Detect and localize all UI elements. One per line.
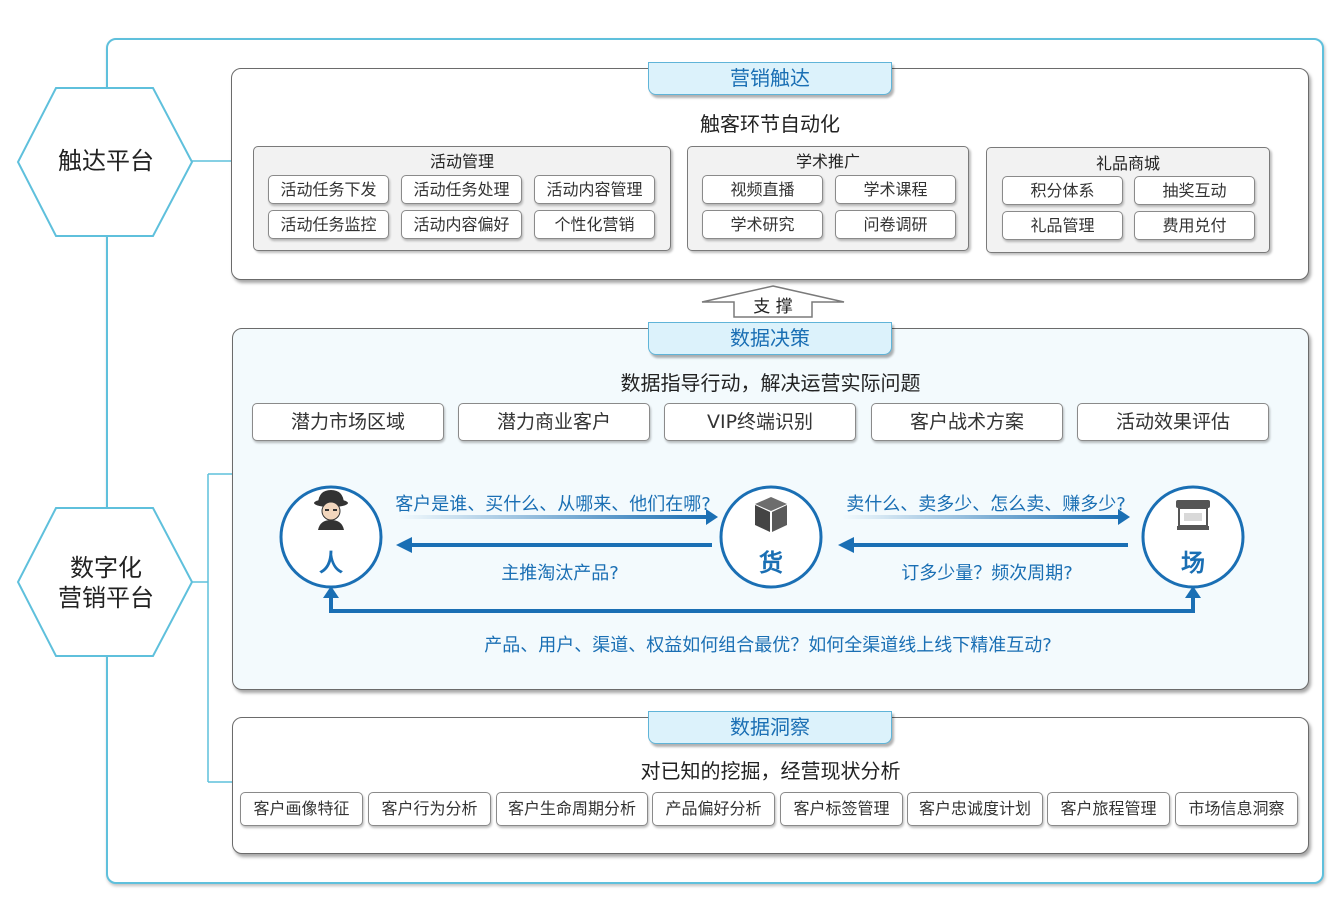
support-label: 支 撑	[753, 297, 793, 317]
store-icon	[1176, 500, 1210, 530]
marketing-reach-title: 营销触达	[648, 62, 892, 95]
person-node-label: 人	[319, 549, 343, 577]
feature-item: 活动任务下发	[268, 175, 389, 204]
digital-platform-hexagon	[16, 507, 194, 657]
question-goods-place-top: 卖什么、卖多少、怎么卖、赚多少?	[846, 494, 1126, 515]
insight-item: 客户标签管理	[780, 792, 903, 826]
data-decision-subtitle: 数据指导行动，解决运营实际问题	[620, 371, 921, 395]
loop-connector	[329, 596, 1195, 613]
arrow-goods-to-place	[842, 515, 1122, 519]
insight-item: 客户生命周期分析	[496, 792, 648, 826]
arrow-person-to-goods	[398, 515, 708, 519]
reach-platform-label: 触达平台	[58, 147, 154, 175]
feature-item: 视频直播	[702, 175, 823, 204]
digital-platform-label: 数字化 营销平台	[16, 553, 196, 613]
group-title: 活动管理	[429, 152, 494, 171]
data-insight-title: 数据洞察	[648, 711, 892, 744]
data-decision-title: 数据决策	[648, 322, 892, 355]
question-loop: 产品、用户、渠道、权益如何组合最优？如何全渠道线上线下精准互动?	[484, 635, 1052, 656]
group-title: 学术推广	[795, 152, 860, 171]
insight-item: 客户画像特征	[240, 792, 363, 826]
feature-item: 礼品管理	[1002, 211, 1123, 240]
marketing-reach-subtitle: 触客环节自动化	[700, 112, 840, 136]
insight-item: 产品偏好分析	[652, 792, 775, 826]
feature-item: 学术课程	[835, 175, 956, 204]
goods-node	[719, 485, 823, 589]
insight-item: 客户行为分析	[368, 792, 491, 826]
digital-platform-label-line2: 营销平台	[58, 584, 154, 612]
insight-item: 客户忠诚度计划	[907, 792, 1043, 826]
digital-platform-label-line1: 数字化	[70, 554, 142, 582]
decision-item: 潜力商业客户	[458, 403, 650, 441]
question-goods-place-bottom: 订多少量？频次周期?	[901, 563, 1073, 584]
support-arrow-icon	[701, 285, 845, 318]
decision-item: 潜力市场区域	[252, 403, 444, 441]
feature-item: 活动任务监控	[268, 210, 389, 239]
data-insight-subtitle: 对已知的挖掘，经营现状分析	[640, 759, 901, 783]
insight-item: 市场信息洞察	[1175, 792, 1298, 826]
decision-item: VIP终端识别	[664, 403, 856, 441]
group-title: 礼品商城	[1095, 154, 1160, 173]
feature-item: 个性化营销	[534, 210, 655, 239]
box-icon	[755, 497, 787, 532]
feature-item: 抽奖互动	[1134, 176, 1255, 205]
person-icon	[314, 490, 348, 530]
decision-item: 客户战术方案	[871, 403, 1063, 441]
feature-item: 费用兑付	[1134, 211, 1255, 240]
place-node-label: 场	[1181, 549, 1205, 577]
question-person-goods-top: 客户是谁、买什么、从哪来、他们在哪?	[395, 494, 711, 515]
feature-item: 活动内容管理	[534, 175, 655, 204]
decision-item: 活动效果评估	[1077, 403, 1269, 441]
insight-item: 客户旅程管理	[1047, 792, 1170, 826]
feature-item: 活动任务处理	[401, 175, 522, 204]
feature-item: 问卷调研	[835, 210, 956, 239]
question-person-goods-bottom: 主推淘汰产品?	[501, 563, 619, 584]
reach-platform-hexagon	[16, 87, 194, 237]
goods-node-label: 货	[759, 549, 783, 577]
feature-item: 积分体系	[1002, 176, 1123, 205]
feature-item: 活动内容偏好	[401, 210, 522, 239]
feature-item: 学术研究	[702, 210, 823, 239]
